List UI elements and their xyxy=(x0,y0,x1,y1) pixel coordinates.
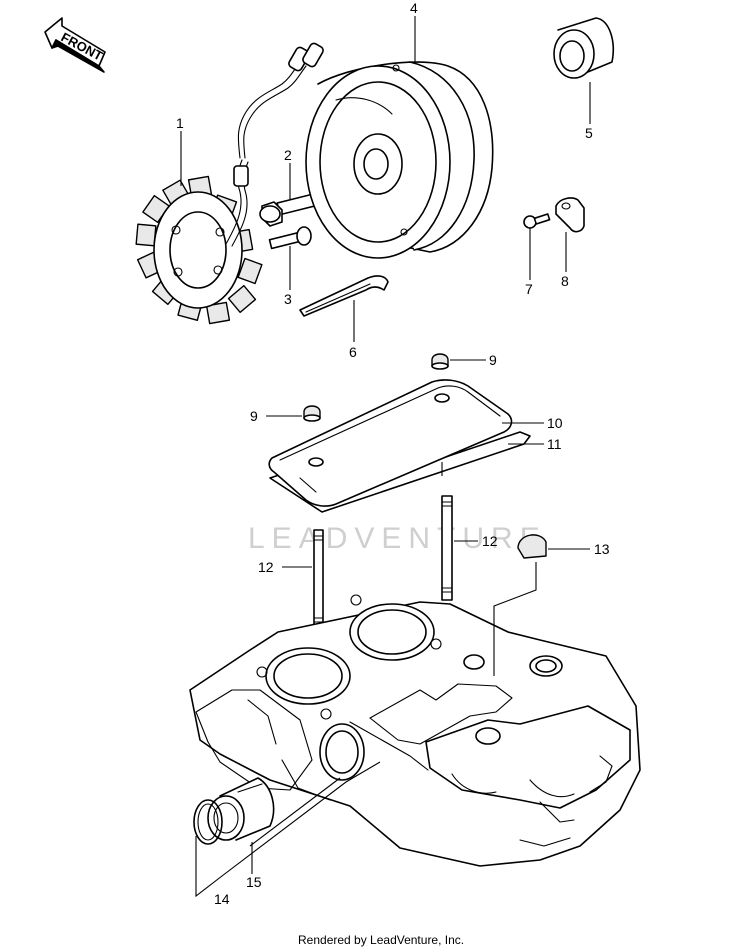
screw-part-7 xyxy=(523,213,551,229)
callout-13: 13 xyxy=(594,541,610,557)
callout-5: 5 xyxy=(585,125,593,141)
collar-part xyxy=(553,17,614,79)
stud-part-right xyxy=(441,495,453,601)
clamp-part xyxy=(555,197,585,233)
callout-9-lower: 9 xyxy=(250,408,258,424)
callout-7: 7 xyxy=(525,281,533,297)
callout-2: 2 xyxy=(284,147,292,163)
bolt-part-2 xyxy=(259,192,320,227)
cap-part-13 xyxy=(517,534,547,559)
callout-3: 3 xyxy=(284,291,292,307)
callout-labels: 1 2 3 4 5 6 7 8 9 9 10 11 12 12 13 14 15 xyxy=(176,0,610,907)
bolt-part-3 xyxy=(268,226,312,250)
clip-part xyxy=(299,275,389,317)
cylinder-head xyxy=(189,594,641,867)
callout-9-upper: 9 xyxy=(489,352,497,368)
callout-12-left: 12 xyxy=(258,559,274,575)
callout-8: 8 xyxy=(561,273,569,289)
stator-wire-harness xyxy=(225,42,324,247)
stator-part xyxy=(135,42,324,325)
watermark-text: LEADVENTURE xyxy=(248,522,547,555)
o-ring-part-14 xyxy=(193,799,223,845)
front-arrow-icon: FRONT xyxy=(44,17,106,73)
callout-14: 14 xyxy=(214,891,230,907)
cap-nut-part-lower xyxy=(303,405,321,422)
cover-gasket-part xyxy=(268,379,531,513)
leader-lines xyxy=(180,16,591,898)
callout-10: 10 xyxy=(547,415,563,431)
callout-12-right: 12 xyxy=(482,533,498,549)
watermark: LEADVENTURE xyxy=(248,417,547,555)
stud-part-left xyxy=(313,529,324,631)
callout-11: 11 xyxy=(547,436,562,452)
footer-credit: Rendered by LeadVenture, Inc. xyxy=(298,933,464,947)
callout-15: 15 xyxy=(246,874,262,890)
callout-1: 1 xyxy=(176,115,184,131)
rotor-part xyxy=(305,61,494,259)
callout-4: 4 xyxy=(410,0,418,16)
holder-part-15 xyxy=(207,777,275,841)
callout-6: 6 xyxy=(349,344,357,360)
cap-nut-part-upper xyxy=(431,353,449,370)
